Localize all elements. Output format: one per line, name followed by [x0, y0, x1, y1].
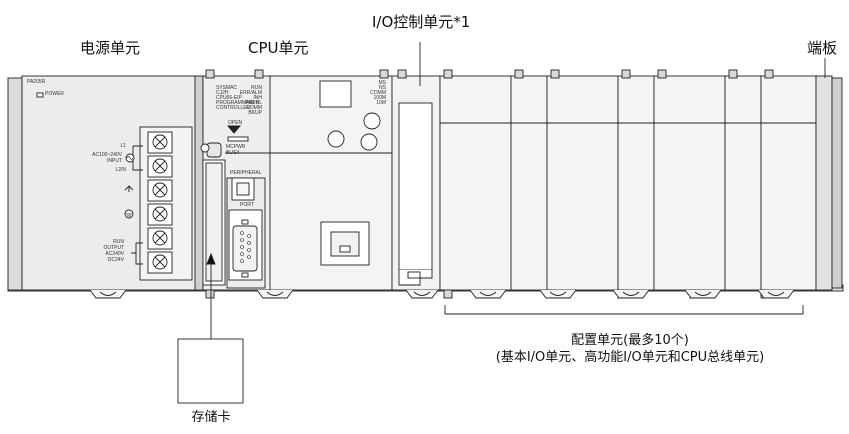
terminal-l2n-label: L2/N	[115, 167, 126, 173]
power-led-label: POWER	[45, 91, 64, 97]
cpu-led-prphl: PRPHL	[245, 100, 262, 106]
run-output-label-1: RUN	[113, 239, 124, 245]
config-units	[439, 69, 817, 299]
run-output-label-2: OUTPUT	[103, 245, 124, 251]
cpu-unit-body	[200, 69, 393, 299]
cpu-unit-label: CPU单元	[248, 39, 309, 57]
mcpwr-label: MCPWR	[226, 144, 246, 150]
run-output-label-4: DC24V	[107, 257, 124, 263]
io-control-unit-label: I/O控制单元*1	[372, 13, 471, 31]
power-led	[36, 92, 44, 98]
memory-card-label: 存储卡	[191, 410, 231, 425]
port-label: PORT	[240, 202, 254, 208]
terminal-l1-label: L1	[120, 143, 126, 149]
cpu-led-bkup: BKUP	[248, 110, 262, 116]
power-unit-label: 电源单元	[80, 39, 141, 57]
power-model-text: PA205R	[27, 79, 46, 85]
memory-card-box	[177, 338, 244, 404]
run-output-label-3: AC240V	[105, 251, 124, 257]
config-bracket	[444, 305, 804, 315]
cpu-led-comm: COMM	[246, 105, 262, 111]
power-unit-body	[21, 75, 204, 299]
input-label: INPUT	[107, 158, 122, 164]
cpu-unit-foot	[256, 289, 294, 299]
config-units-detail: (基本I/O单元、高功能I/O单元和CPU总线单元)	[495, 350, 765, 365]
eip-led-comm: COMM	[370, 90, 386, 96]
cpu-led-err: ERR/ALM	[239, 90, 262, 96]
end-cover-body	[815, 75, 843, 291]
left-edge	[7, 77, 23, 291]
eip-led-ms: MS	[378, 80, 387, 86]
end-cover-label: 端板	[807, 39, 838, 57]
cpu-front-text-2: CJ2H	[216, 90, 229, 96]
terminal-screws	[152, 134, 168, 270]
lg-terminal-icon	[124, 185, 134, 192]
eip-led-100m: 100M	[373, 95, 386, 101]
cpu-led-run: RUN	[251, 85, 262, 91]
busy-label: BUSY	[226, 150, 240, 156]
eip-led-10m: 10M	[376, 100, 386, 106]
peripheral-label: PERIPHERAL	[230, 170, 262, 176]
power-unit-foot	[89, 289, 127, 299]
io-control-unit-body	[391, 69, 441, 299]
cpu-led-inh: INH	[253, 95, 262, 101]
cpu-front-text-4: PROGRAMMABLE	[216, 100, 259, 106]
input-voltage-label: AC100~240V	[92, 152, 122, 158]
cpu-front-text-5: CONTROLLER	[216, 105, 251, 111]
cpu-front-text-1: SYSMAC	[216, 85, 238, 91]
config-units-label: 配置单元(最多10个)	[571, 333, 689, 348]
open-label: OPEN	[228, 120, 243, 126]
cpu-front-text-3: CPU66-EIP	[216, 95, 242, 101]
eip-led-ns: NS	[379, 85, 386, 91]
